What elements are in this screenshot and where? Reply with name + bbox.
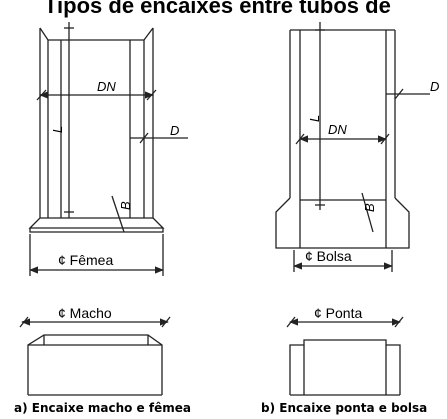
- caption-ponta-bolsa: b) Encaixe ponta e bolsa: [261, 401, 428, 415]
- label-ponta: ¢ Ponta: [314, 305, 362, 321]
- label-d-right: D: [430, 79, 439, 94]
- dim-femea: [29, 234, 164, 276]
- dim-ponta: [286, 316, 404, 328]
- caption-macho-femea: a) Encaixe macho e fêmea: [14, 401, 191, 415]
- dim-d-left: [130, 132, 188, 144]
- label-b-right: B: [362, 203, 377, 212]
- label-dn-right: DN: [328, 122, 347, 137]
- label-l-right: L: [307, 115, 322, 122]
- page-title: Tipos de encaixes entre tubos de: [44, 0, 391, 18]
- dim-macho: [19, 316, 171, 328]
- pipe-femea-outline: [28, 27, 165, 233]
- label-macho: ¢ Macho: [58, 305, 112, 321]
- pipe-bolsa-outline: [275, 29, 410, 249]
- label-dn-left: DN: [97, 79, 116, 94]
- dim-d-right: [386, 88, 430, 100]
- dim-dn-left: [36, 89, 157, 101]
- label-b-left: B: [118, 201, 133, 210]
- label-bolsa: ¢ Bolsa: [305, 248, 352, 264]
- dim-l-left: [64, 22, 74, 218]
- dim-dn-right: [295, 133, 390, 145]
- dim-b-left: [111, 195, 125, 233]
- dim-l-right: [315, 22, 325, 210]
- label-femea: ¢ Fêmea: [58, 252, 113, 268]
- dim-bolsa: [293, 250, 393, 272]
- label-l-left: L: [50, 126, 65, 133]
- label-d-left: D: [170, 123, 179, 138]
- pipe-ponta-outline: [289, 339, 401, 396]
- pipe-macho-outline: [27, 334, 163, 396]
- dim-b-right: [361, 192, 374, 233]
